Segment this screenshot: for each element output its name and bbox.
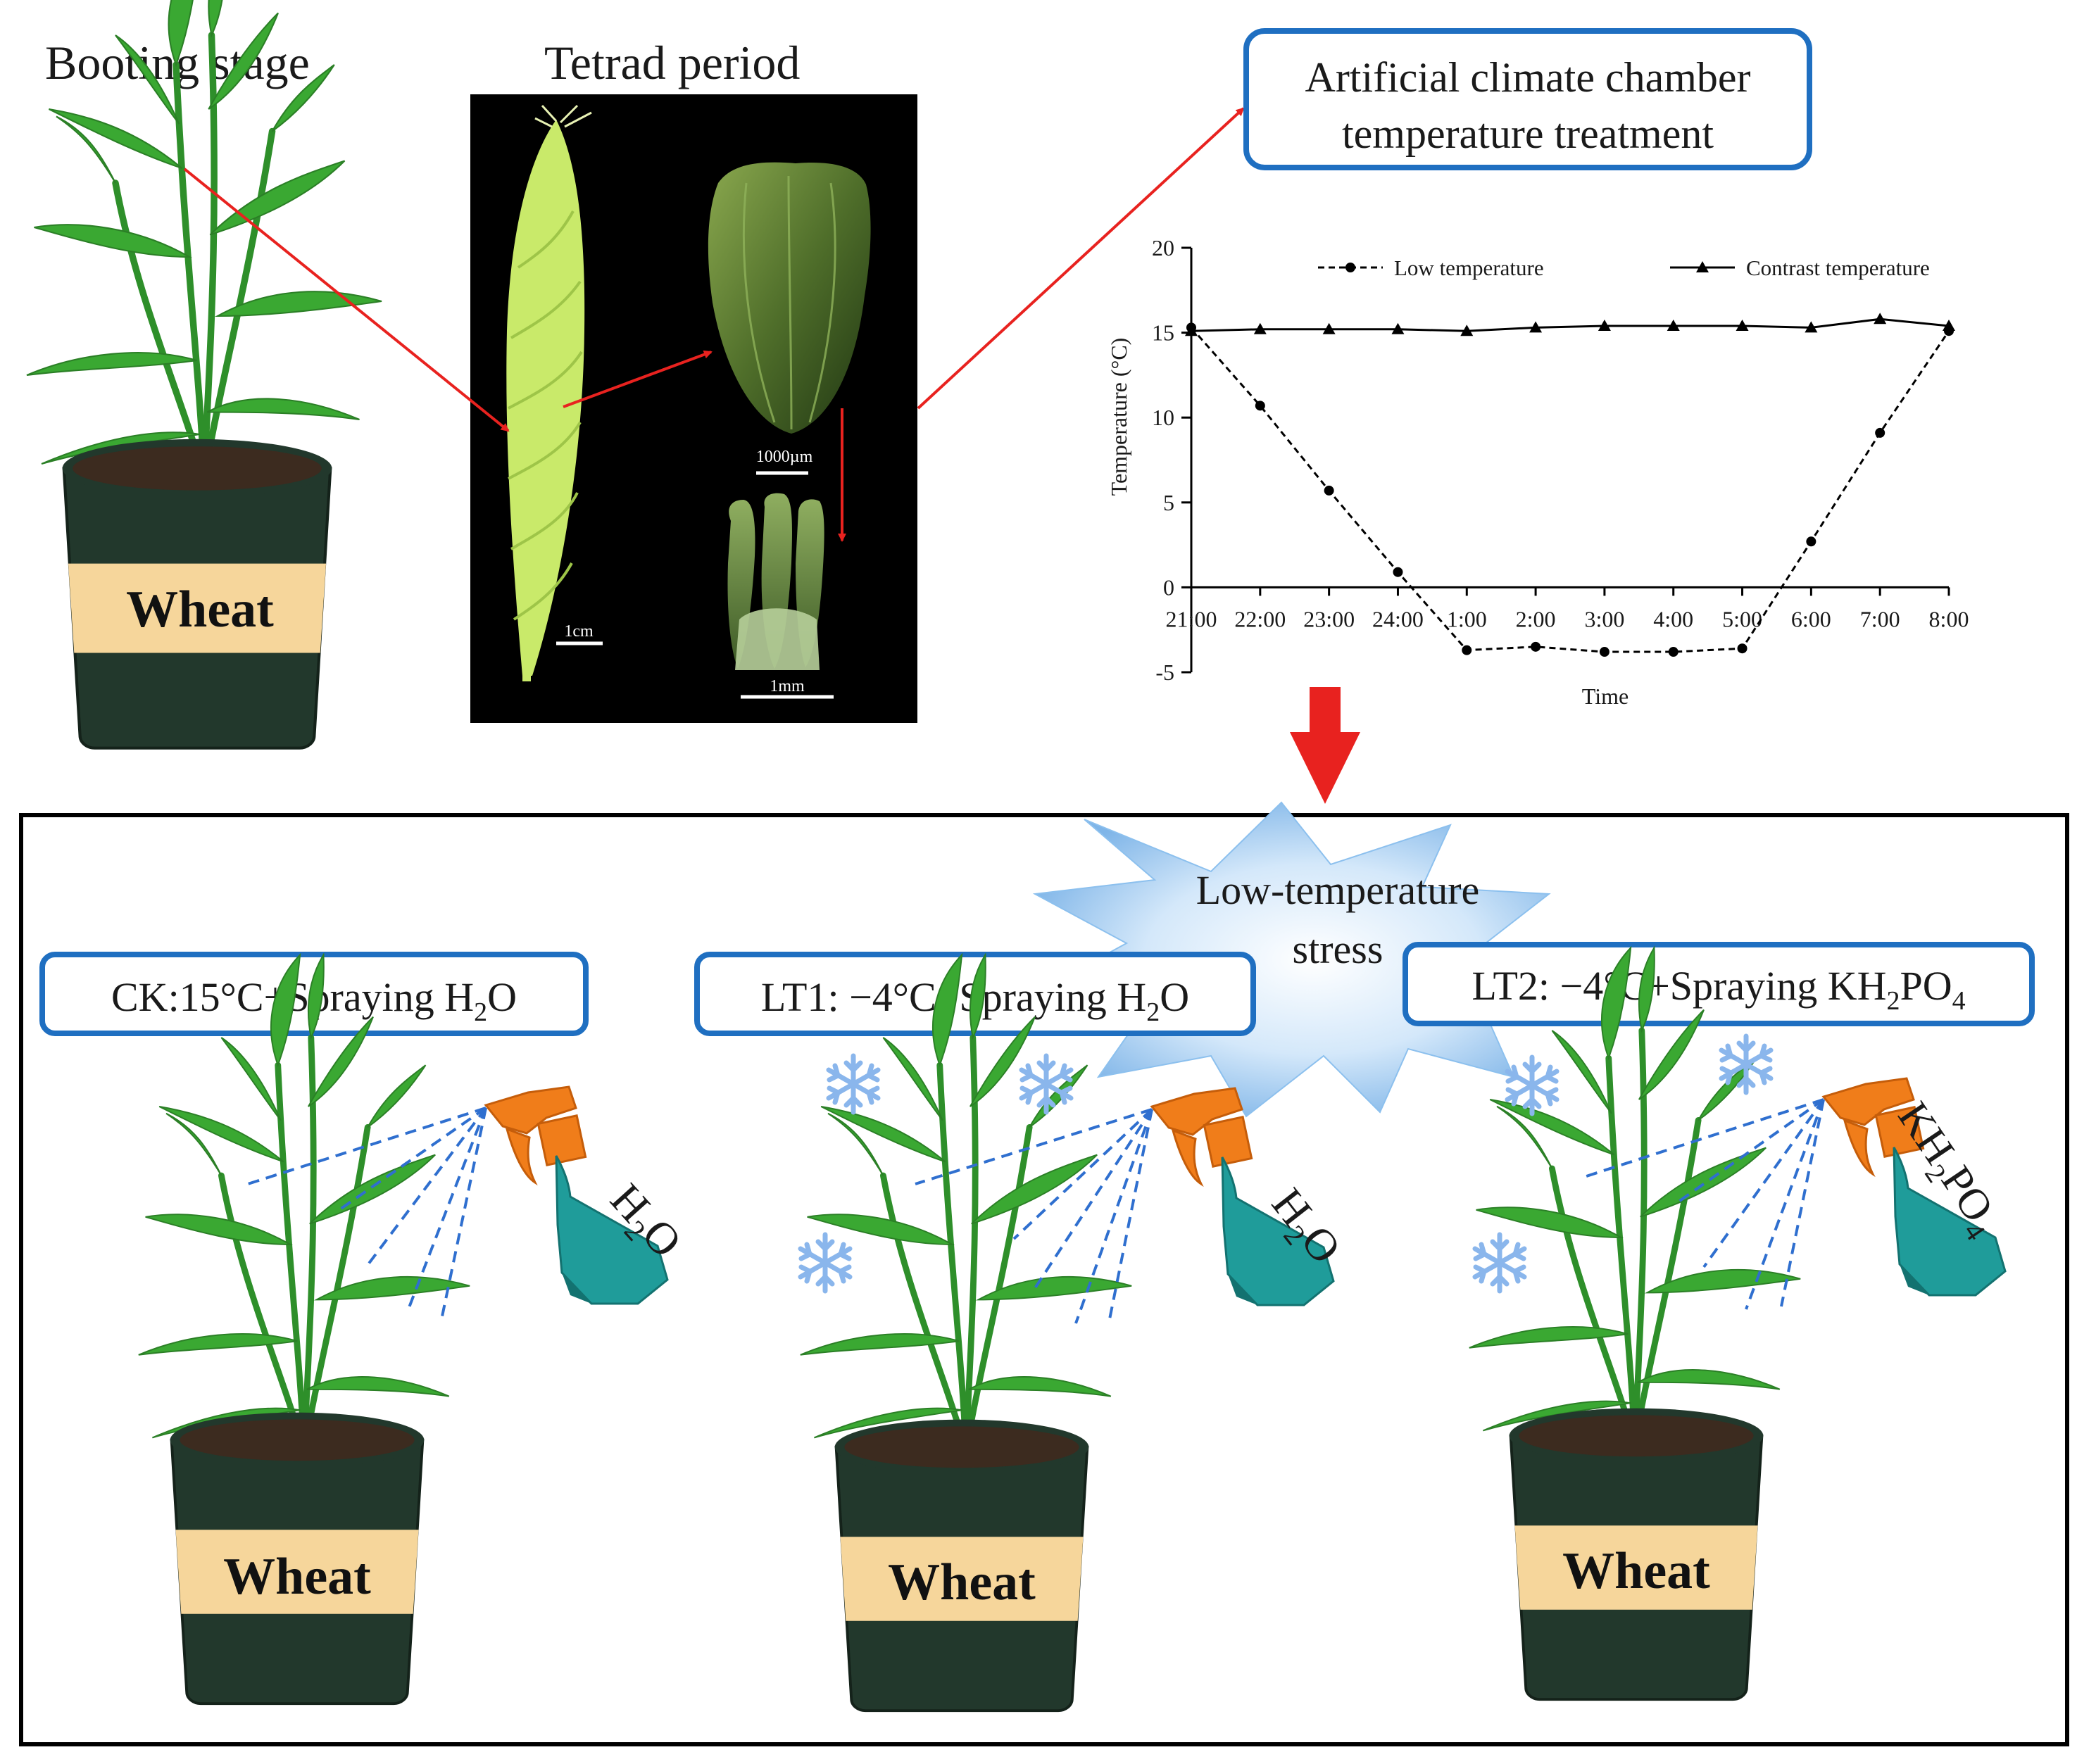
climate-box-line1: Artificial climate chamber bbox=[1305, 54, 1750, 101]
chart-x-tick-label: 3:00 bbox=[1584, 606, 1624, 631]
chart-x-tick-label: 5:00 bbox=[1722, 606, 1762, 631]
ck-spray-lines bbox=[247, 1107, 487, 1317]
climate-box-line2: temperature treatment bbox=[1342, 111, 1714, 157]
chart-point bbox=[1599, 647, 1609, 657]
chart-point bbox=[1598, 319, 1611, 331]
chart-y-tick-label: -5 bbox=[1155, 660, 1174, 685]
chart-y-axis-label: Temperature (°C) bbox=[1106, 338, 1131, 496]
chart-y-ticks: -5 0 5 10 15 20 bbox=[1152, 235, 1191, 685]
chart-x-tick-label: 2:00 bbox=[1516, 606, 1556, 631]
anther-image bbox=[727, 493, 824, 670]
chart-y-tick-label: 15 bbox=[1152, 320, 1174, 346]
stress-line2: stress bbox=[1293, 926, 1383, 972]
chart-point bbox=[1324, 485, 1334, 496]
ck-pot-label: Wheat bbox=[223, 1548, 371, 1606]
wheat-spike-image bbox=[506, 104, 592, 681]
chart-point bbox=[1391, 322, 1405, 334]
chart-point bbox=[1253, 322, 1267, 334]
chart-point bbox=[1460, 325, 1474, 336]
lt1-pot-label: Wheat bbox=[888, 1554, 1036, 1611]
low-temperature-stress-burst: Low-temperature stress bbox=[1032, 801, 1594, 1118]
chart-y-tick-label: 0 bbox=[1163, 574, 1174, 600]
chart-series-line bbox=[1191, 317, 1950, 332]
chart-x-tick-label: 22:00 bbox=[1234, 606, 1286, 631]
temperature-chart: -5 0 5 10 15 20 21:00 22:00 23:00 24:00 1:00 2:00 3… bbox=[1106, 235, 1969, 709]
chart-axes bbox=[1190, 248, 1949, 672]
chart-x-tick-label: 1:00 bbox=[1447, 606, 1487, 631]
arrow-spike-to-floret bbox=[563, 350, 713, 408]
spike-scale-label: 1cm bbox=[564, 622, 594, 641]
chart-x-tick-label: 4:00 bbox=[1653, 606, 1693, 631]
chart-point bbox=[1393, 567, 1403, 577]
lt2-treatment-label: LT2: −4°C+Spraying KH2PO4 bbox=[1472, 963, 1965, 1016]
chart-legend-label: Contrast temperature bbox=[1746, 256, 1930, 280]
chart-x-tick-label: 6:00 bbox=[1791, 606, 1831, 631]
lt2-treatment-box: LT2: −4°C+Spraying KH2PO4 bbox=[1403, 942, 2035, 1026]
down-arrow bbox=[1290, 687, 1360, 804]
tetrad-photo-panel: 1cm 1000µm 1mm bbox=[470, 94, 917, 723]
chart-point bbox=[1737, 643, 1747, 654]
chart-x-tick-label: 7:00 bbox=[1860, 606, 1900, 631]
chart-x-tick-label: 24:00 bbox=[1372, 606, 1424, 631]
chart-legend: Low temperature Contrast temperature bbox=[1318, 256, 1930, 280]
chart-x-ticks: 21:00 22:00 23:00 24:00 1:00 2:00 3:00 4:00 5:00… bbox=[1166, 587, 1969, 631]
chart-y-tick-label: 20 bbox=[1152, 235, 1174, 260]
anther-scale-label: 1mm bbox=[770, 677, 805, 695]
chart-y-tick-label: 5 bbox=[1163, 490, 1174, 515]
booting-pot-label: Wheat bbox=[126, 581, 274, 638]
tetrad-period-title: Tetrad period bbox=[544, 36, 800, 89]
chart-point bbox=[1531, 641, 1541, 652]
chart-point bbox=[1462, 645, 1472, 655]
chart-point bbox=[1874, 313, 1887, 325]
chart-x-tick-label: 23:00 bbox=[1303, 606, 1355, 631]
chart-x-tick-label: 21:00 bbox=[1166, 606, 1217, 631]
chart-point bbox=[1667, 319, 1680, 331]
chart-legend-label: Low temperature bbox=[1394, 256, 1544, 280]
chart-legend-marker bbox=[1696, 261, 1709, 272]
chart-x-axis-label: Time bbox=[1582, 683, 1629, 709]
chart-point bbox=[1943, 319, 1955, 331]
chart-y-tick-label: 10 bbox=[1152, 405, 1174, 430]
climate-chamber-box: Artificial climate chamber temperature t… bbox=[1243, 28, 1812, 170]
chart-point bbox=[1806, 536, 1816, 547]
chart-point bbox=[1255, 401, 1265, 411]
arrow-plant-to-spike bbox=[183, 168, 510, 432]
lt2-pot-label: Wheat bbox=[1562, 1542, 1710, 1600]
chart-point bbox=[1805, 321, 1818, 333]
lt1-spray-lines bbox=[915, 1108, 1153, 1324]
chart-point bbox=[1668, 647, 1678, 657]
chart-point bbox=[1322, 322, 1336, 334]
chart-point bbox=[1875, 427, 1885, 438]
chart-series bbox=[1185, 313, 1955, 657]
floret-image bbox=[708, 162, 871, 434]
arrow-to-climate-chamber bbox=[917, 107, 1245, 410]
chart-x-tick-label: 8:00 bbox=[1929, 606, 1969, 631]
chart-point bbox=[1185, 325, 1198, 336]
chart-legend-marker bbox=[1345, 263, 1355, 272]
stress-line1: Low-temperature bbox=[1196, 867, 1480, 913]
chart-point bbox=[1736, 319, 1749, 331]
chart-series-line bbox=[1190, 327, 1950, 653]
lt2-spray-lines bbox=[1583, 1098, 1825, 1310]
floret-scale-label: 1000µm bbox=[756, 448, 813, 466]
chart-point bbox=[1529, 321, 1543, 333]
